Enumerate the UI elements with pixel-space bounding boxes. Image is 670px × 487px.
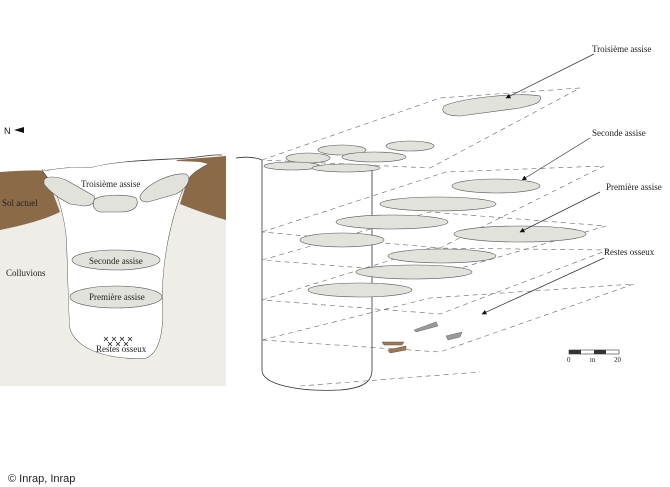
- stone: [379, 196, 497, 212]
- section-stone: [71, 249, 161, 271]
- stone: [385, 140, 435, 152]
- stone: [317, 144, 367, 156]
- north-arrow: N: [4, 126, 24, 136]
- north-label: N: [4, 126, 11, 136]
- leader-troisieme: [505, 53, 595, 99]
- label-colluvions: Colluvions: [6, 268, 46, 278]
- bone-remain: [413, 321, 439, 333]
- leader-premiere: [519, 191, 601, 233]
- pit-cylinder-outline: [261, 160, 373, 391]
- label-restes-osseux: Restes osseux: [604, 247, 655, 257]
- stone: [451, 178, 541, 194]
- scale-bar: 0 m 20: [567, 349, 622, 364]
- stone: [341, 151, 407, 163]
- stone: [387, 248, 497, 264]
- leader-seconde: [521, 137, 591, 181]
- bone-remain: [381, 341, 405, 346]
- bone-remain: [387, 345, 407, 354]
- scale-end: 20: [614, 356, 622, 364]
- stone: [299, 232, 385, 248]
- section-stone: [139, 173, 189, 203]
- leader-restes: [481, 257, 605, 315]
- scale-start: 0: [567, 356, 571, 364]
- label-premiere-assise: Première assise: [606, 182, 662, 192]
- label-restes-osseux: Restes osseux: [96, 344, 147, 354]
- north-arrow-icon: [14, 127, 24, 133]
- label-premiere-assise: Première assise: [89, 292, 145, 302]
- scale-unit: m: [590, 356, 596, 364]
- stone: [453, 225, 587, 243]
- section-stone: [43, 176, 95, 207]
- label-sol-actuel: Sol actuel: [2, 198, 38, 208]
- stone: [311, 163, 381, 173]
- section-stone: [92, 194, 138, 213]
- credit-text: © Inrap, Inrap: [8, 473, 75, 485]
- label-troisieme-assise: Troisième assise: [81, 179, 140, 189]
- label-seconde-assise: Seconde assise: [89, 256, 143, 266]
- stone: [355, 264, 473, 280]
- cross-section: Sol actuel Colluvions Troisième assise S…: [0, 154, 226, 386]
- bone-markers: [103, 336, 133, 347]
- label-troisieme-assise: Troisième assise: [592, 44, 651, 54]
- layer-plane-restes: [261, 283, 635, 353]
- bone-remain: [445, 331, 463, 341]
- layer-plane-premiere-upper: [261, 211, 607, 275]
- stone: [442, 94, 541, 117]
- section-stone: [69, 285, 163, 309]
- layer-plane-premiere: [261, 247, 609, 315]
- layer-plane-troisieme: [261, 87, 581, 169]
- label-seconde-assise: Seconde assise: [592, 128, 646, 138]
- stone: [307, 282, 413, 298]
- stone: [285, 152, 331, 164]
- stone: [263, 161, 321, 171]
- stone: [335, 214, 449, 230]
- perspective-view: Troisième assise Seconde assise Première…: [235, 44, 662, 391]
